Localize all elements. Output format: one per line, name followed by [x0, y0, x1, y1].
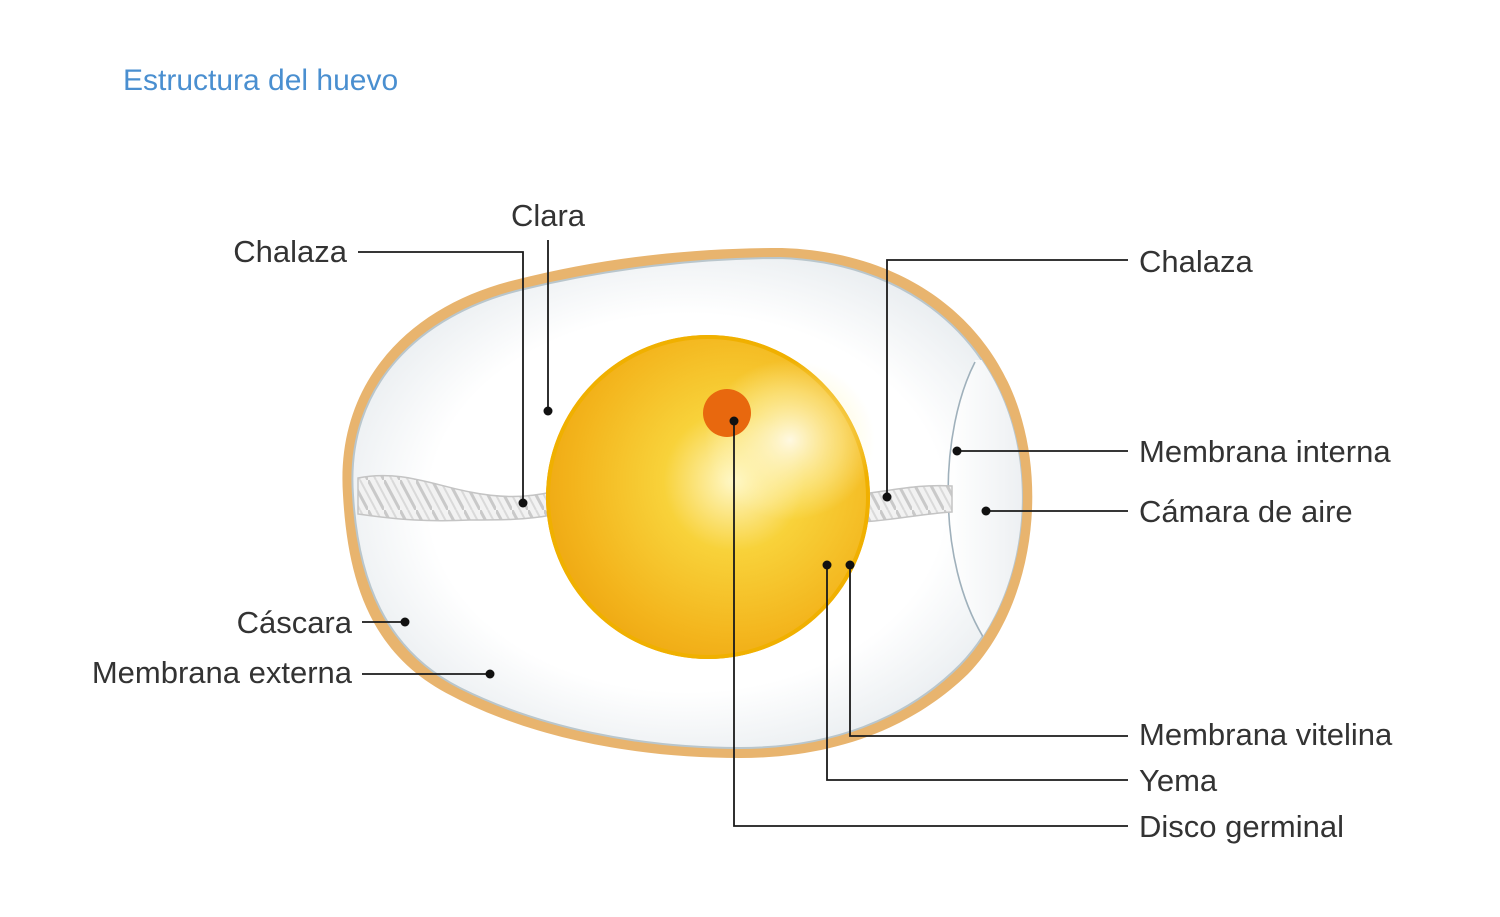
leader-chalaza-right [882, 259, 1128, 502]
label-chalaza-left: Chalaza [233, 234, 347, 269]
leader-membrana-externa [362, 669, 495, 679]
leader-membrana-vitelina [845, 560, 1128, 737]
label-chalaza-right: Chalaza [1139, 244, 1253, 279]
germinal-disc [703, 389, 751, 437]
leader-cascara [362, 617, 410, 627]
label-yema: Yema [1139, 763, 1218, 798]
label-membrana-vitelina: Membrana vitelina [1139, 717, 1393, 752]
label-membrana-interna: Membrana interna [1139, 434, 1391, 469]
leader-clara [543, 240, 553, 416]
leader-disco-germinal [729, 416, 1128, 827]
label-clara: Clara [511, 198, 586, 233]
label-membrana-externa: Membrana externa [92, 655, 353, 690]
leader-membrana-interna [952, 446, 1128, 456]
diagram-title: Estructura del huevo [123, 64, 399, 97]
label-cascara: Cáscara [237, 605, 353, 640]
label-camara-de-aire: Cámara de aire [1139, 494, 1353, 529]
leader-yema [822, 560, 1128, 781]
air-chamber [948, 360, 1022, 640]
yolk-highlight [705, 360, 875, 520]
vitelline-membrane [546, 335, 870, 659]
label-disco-germinal: Disco germinal [1139, 809, 1344, 844]
leader-chalaza-left [358, 251, 528, 508]
leader-camara-de-aire [981, 506, 1128, 516]
